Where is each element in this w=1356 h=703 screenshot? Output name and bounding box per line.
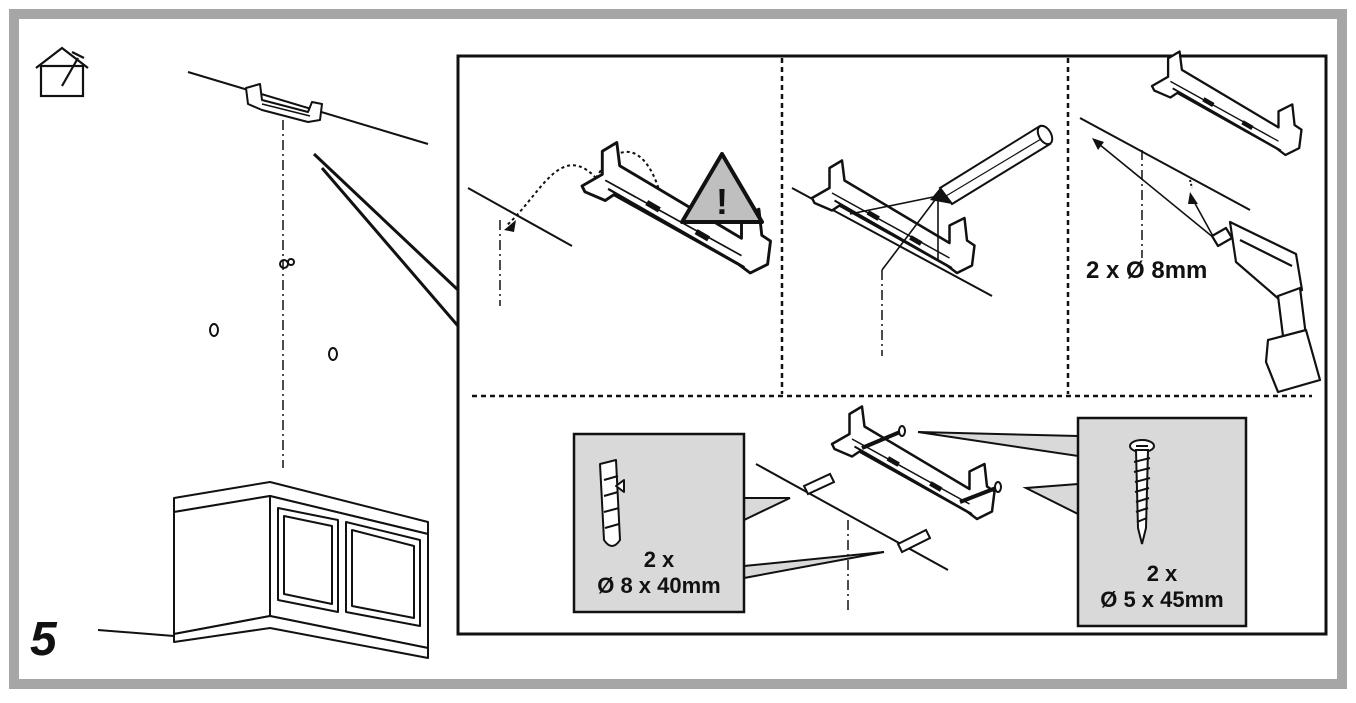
warning-icon (680, 152, 764, 224)
screw-label-count: 2 x (1146, 561, 1178, 586)
screw-icon (1129, 439, 1155, 545)
drill-label: 2 x Ø 8mm (1086, 257, 1208, 285)
plug-label-count: 2 x (643, 547, 675, 572)
outer-frame (9, 9, 1347, 689)
bracket-icon (245, 83, 323, 123)
subpanel-fixing (572, 405, 1248, 628)
left-wall-scene (187, 71, 460, 468)
subpanel-level (467, 141, 772, 306)
subpanel-drill (1079, 50, 1322, 394)
screw-icon (861, 425, 1002, 504)
subpanel-mark (791, 124, 1054, 356)
wall-plug-icon (802, 472, 932, 554)
step-number: 5 (30, 613, 57, 666)
pencil-icon (930, 124, 1054, 206)
wall-plug-icon (599, 459, 625, 547)
screw-callout (1076, 416, 1248, 628)
screw-label-size: Ø 5 x 45mm (1100, 587, 1224, 612)
house-tool-icon (35, 46, 89, 98)
drill-icon (1210, 220, 1322, 394)
plug-label-size: Ø 8 x 40mm (597, 573, 721, 598)
warning-mark: ! (716, 181, 728, 222)
wall-cabinet (97, 481, 429, 659)
